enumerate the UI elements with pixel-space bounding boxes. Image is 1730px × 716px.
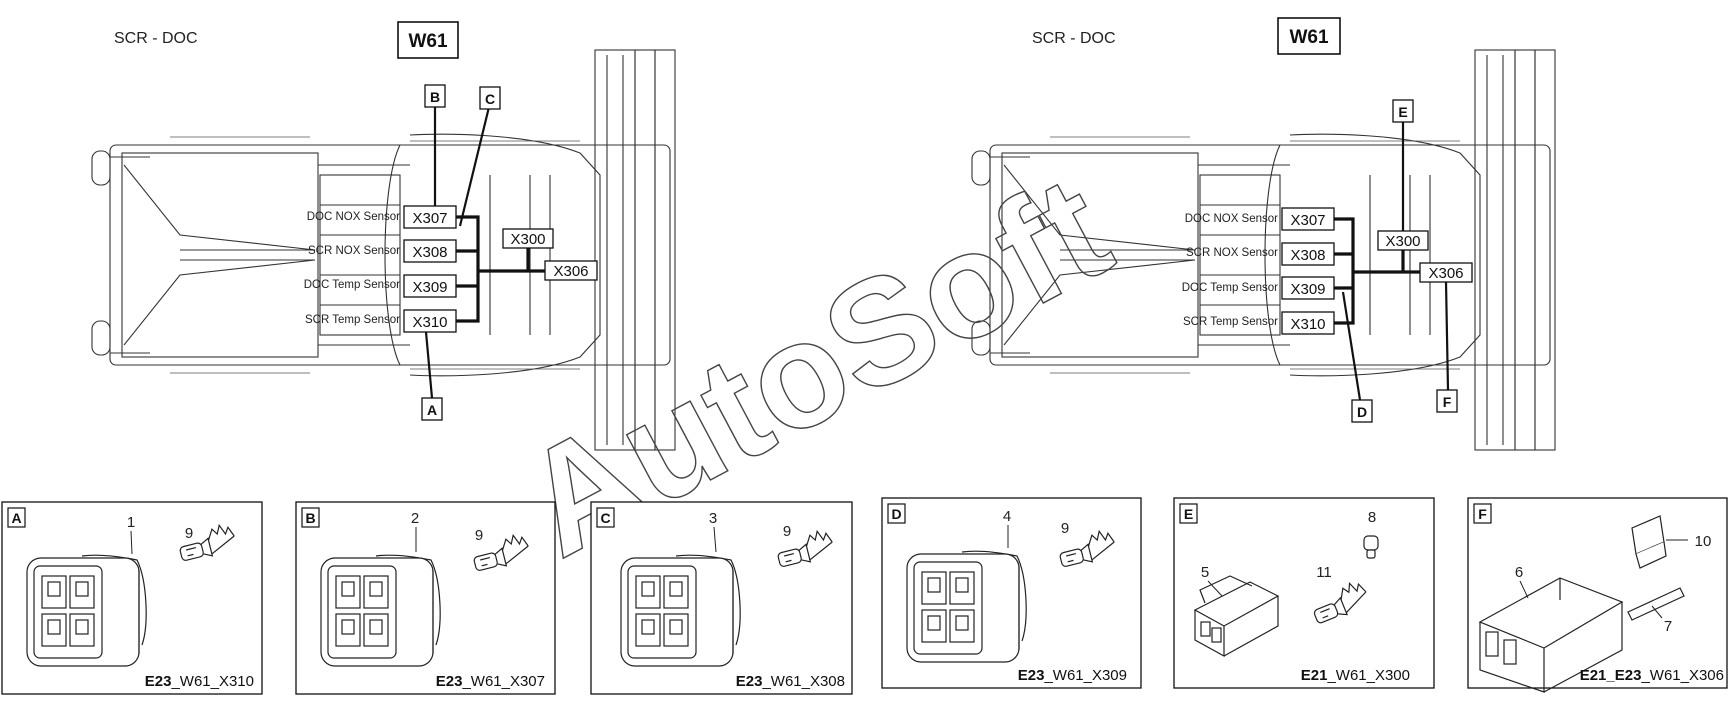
seal-plug	[1363, 535, 1379, 559]
harness-bus	[1334, 217, 1420, 325]
connector-x308: X308	[1281, 242, 1335, 266]
callout-d: D	[1351, 399, 1373, 423]
detail-panel-b: B 2 9 E23_W61_X307	[295, 501, 556, 695]
callout-a: A	[421, 397, 443, 421]
callout-c: C	[479, 86, 501, 110]
part-number: 8	[1368, 509, 1376, 526]
connector-housing	[1193, 575, 1280, 658]
svg-text:D: D	[1357, 404, 1367, 420]
part-number: 2	[411, 510, 419, 527]
panel-letter: A	[11, 510, 21, 526]
harness-bus	[456, 215, 545, 323]
panel-caption: E23_W61_X307	[436, 673, 545, 690]
panel-letter: F	[1478, 506, 1487, 522]
part-number: 10	[1695, 533, 1712, 550]
part-number: 7	[1664, 618, 1672, 635]
sensor-label-scr-nox: SCR NOX Sensor	[308, 245, 400, 257]
callout-e: E	[1392, 99, 1414, 123]
harness-label: W61	[1289, 27, 1329, 48]
svg-text:X306: X306	[553, 263, 588, 280]
svg-text:X300: X300	[1385, 233, 1420, 250]
callout-f: F	[1436, 389, 1458, 413]
panel-caption: E23_W61_X308	[736, 673, 845, 690]
panel-letter: E	[1184, 506, 1193, 522]
svg-text:C: C	[485, 91, 495, 107]
svg-text:X308: X308	[1290, 247, 1325, 264]
view-title: SCR - DOC	[1032, 30, 1116, 47]
panel-caption: E21_W61_X300	[1301, 667, 1410, 684]
svg-text:X309: X309	[412, 279, 447, 296]
connector-housing	[26, 554, 147, 667]
connector-housing	[1478, 577, 1624, 693]
svg-text:X307: X307	[412, 210, 447, 227]
part-number: 5	[1201, 564, 1209, 581]
junction-x306: X306	[544, 260, 598, 281]
svg-text:E: E	[1398, 104, 1407, 120]
callout-leaders	[424, 106, 491, 399]
pin-contact	[1627, 587, 1685, 621]
connector-x309: X309	[403, 274, 457, 298]
part-number: 9	[783, 523, 791, 540]
svg-text:X308: X308	[412, 244, 447, 261]
panel-letter: C	[600, 510, 610, 526]
detail-panel-c: C 3 9 E23_W61_X308	[590, 501, 853, 695]
part-number: 11	[1316, 564, 1332, 581]
callout-b: B	[424, 84, 446, 108]
part-number: 9	[185, 525, 193, 542]
svg-text:X310: X310	[1290, 316, 1325, 333]
sensor-label-doc-nox: DOC NOX Sensor	[1185, 213, 1278, 225]
svg-text:B: B	[430, 89, 440, 105]
sensor-label-doc-temp: DOC Temp Sensor	[304, 279, 400, 291]
harness-label-box	[1277, 17, 1341, 55]
svg-text:A: A	[427, 402, 437, 418]
panel-caption: E23_W61_X310	[145, 673, 254, 690]
harness-label-box	[397, 21, 459, 59]
panel-letter: B	[305, 510, 315, 526]
panel-caption: E23_W61_X309	[1018, 667, 1127, 684]
svg-text:X310: X310	[412, 314, 447, 331]
part-number: 9	[475, 527, 483, 544]
sensor-label-scr-temp: SCR Temp Sensor	[305, 314, 400, 326]
panel-letter: D	[891, 506, 901, 522]
connector-x307: X307	[1281, 207, 1335, 231]
junction-x306: X306	[1419, 262, 1473, 283]
connector-x308: X308	[403, 239, 457, 263]
wedge-lock	[1631, 515, 1667, 569]
detail-panel-d: D 4 9 E23_W61_X309	[881, 497, 1142, 689]
part-number: 9	[1061, 520, 1069, 537]
part-number: 1	[127, 514, 135, 531]
detail-panel-f: F 6 10 7 E21_E23_W61_X306	[1467, 497, 1728, 693]
svg-text:X309: X309	[1290, 281, 1325, 298]
detail-panel-e: E 5 11 8 E21_W61_X300	[1173, 497, 1435, 689]
svg-text:X300: X300	[510, 231, 545, 248]
svg-text:F: F	[1443, 394, 1452, 410]
panel-caption: E21_E23_W61_X306	[1580, 667, 1724, 684]
view-title: SCR - DOC	[114, 30, 198, 47]
connector-x310: X310	[1281, 311, 1335, 335]
connector-x310: X310	[403, 309, 457, 333]
view-left: SCR - DOC W61 DOC NOX Sensor SCR NOX Sen…	[91, 21, 676, 451]
junction-x300: X300	[1377, 230, 1429, 251]
junction-x300: X300	[502, 228, 554, 249]
connector-housing	[320, 554, 441, 667]
part-number: 6	[1515, 564, 1523, 581]
sensor-label-scr-temp: SCR Temp Sensor	[1183, 316, 1278, 328]
sensor-label-scr-nox: SCR NOX Sensor	[1186, 247, 1278, 259]
connector-x309: X309	[1281, 276, 1335, 300]
part-number: 3	[709, 510, 717, 527]
callout-leaders	[1341, 122, 1450, 401]
svg-text:X306: X306	[1428, 265, 1463, 282]
connector-housing	[906, 550, 1027, 663]
connector-x307: X307	[403, 205, 457, 229]
svg-text:X307: X307	[1290, 212, 1325, 229]
view-right: SCR - DOC W61 DOC NOX Sensor SCR NOX Sen…	[971, 17, 1556, 451]
sensor-label-doc-temp: DOC Temp Sensor	[1182, 282, 1278, 294]
detail-panel-a: A 1 9 E23_W61_X310	[1, 501, 263, 695]
sensor-label-doc-nox: DOC NOX Sensor	[307, 211, 400, 223]
harness-label: W61	[408, 31, 448, 52]
part-number: 4	[1003, 508, 1011, 525]
connector-housing	[620, 554, 741, 667]
